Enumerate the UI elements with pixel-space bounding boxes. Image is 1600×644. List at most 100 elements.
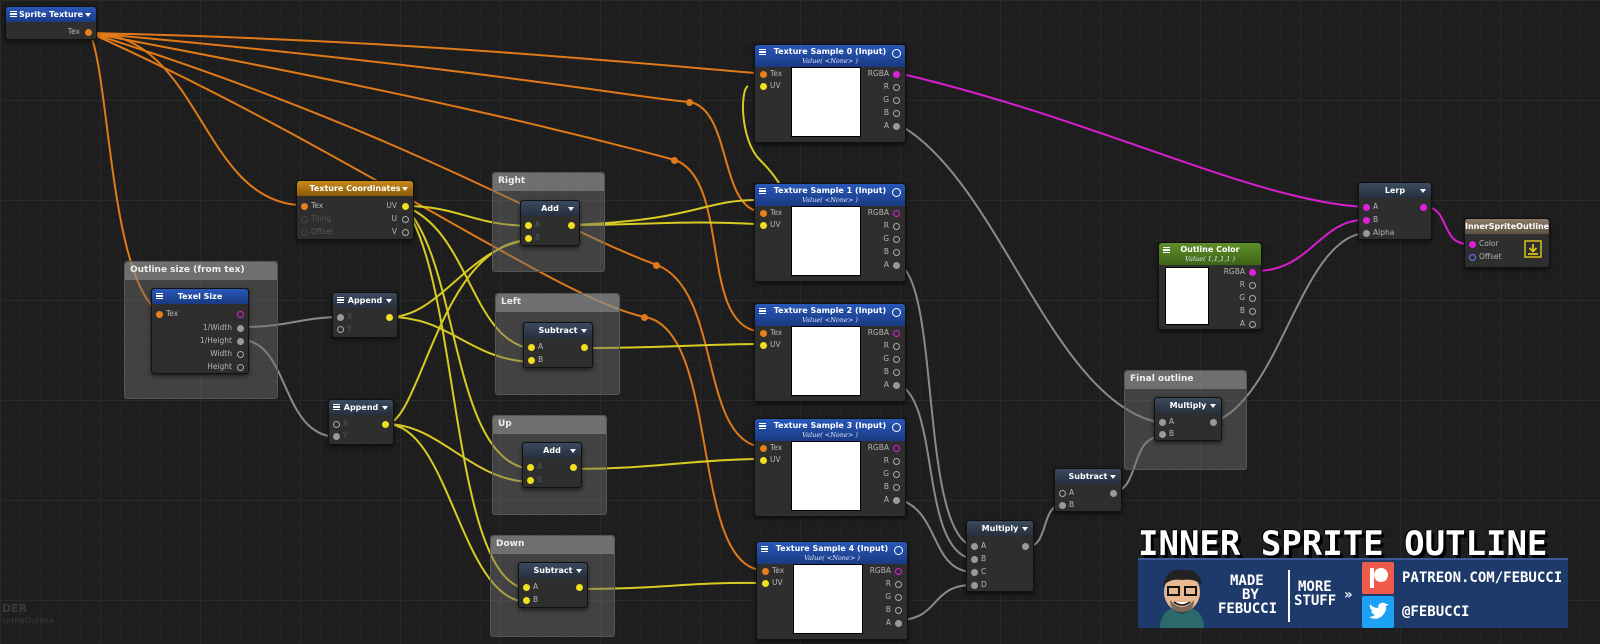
menu-icon[interactable] (333, 404, 340, 410)
port-dot[interactable] (1110, 490, 1117, 497)
port-dot[interactable] (301, 229, 308, 236)
port-dot[interactable] (382, 421, 389, 428)
port-dot[interactable] (156, 311, 163, 318)
port-dot[interactable] (337, 326, 344, 333)
node-header[interactable]: Sprite Texture (6, 7, 96, 22)
reroute-dot[interactable] (686, 99, 693, 106)
node-header[interactable]: Texture Sample 2 (Input) Value( <None> ) (755, 304, 905, 326)
port-dot[interactable] (570, 464, 577, 471)
port-dot[interactable] (1249, 308, 1256, 315)
menu-icon[interactable] (759, 49, 766, 55)
menu-icon[interactable] (337, 297, 344, 303)
node-subtract-down[interactable]: Subtract A B (518, 562, 588, 608)
port-dot[interactable] (337, 314, 344, 321)
port-dot[interactable] (893, 236, 900, 243)
node-multiply-1[interactable]: Multiply A B C D (966, 520, 1034, 592)
banner-patreon-link[interactable]: PATREON.COM/FEBUCCI (1402, 570, 1563, 586)
port-dot[interactable] (893, 343, 900, 350)
port-dot[interactable] (85, 29, 92, 36)
node-header[interactable]: Texture Coordinates (297, 181, 413, 196)
port-dot[interactable] (386, 314, 393, 321)
port-dot[interactable] (1420, 204, 1427, 211)
node-outline-color[interactable]: Outline Color Value( 1,1,1,1 ) RGBA R G … (1158, 242, 1262, 330)
node-header[interactable]: Texture Sample 4 (Input) Value( <None> ) (757, 542, 907, 564)
reroute-dot[interactable] (653, 262, 660, 269)
port-dot[interactable] (895, 607, 902, 614)
port-dot[interactable] (895, 620, 902, 627)
menu-icon[interactable] (10, 11, 17, 17)
chevron-down-icon[interactable] (386, 299, 392, 303)
node-append-1[interactable]: Append X Y (332, 292, 398, 338)
port-dot[interactable] (581, 344, 588, 351)
port-dot[interactable] (525, 235, 532, 242)
menu-icon[interactable] (156, 293, 163, 299)
node-header[interactable]: Texture Sample 0 (Input) Value( <None> ) (755, 45, 905, 67)
port-dot[interactable] (760, 342, 767, 349)
menu-icon[interactable] (1163, 247, 1170, 253)
port-dot[interactable] (301, 203, 308, 210)
node-texture-sample-2[interactable]: Texture Sample 2 (Input) Value( <None> )… (754, 303, 906, 402)
port-dot[interactable] (1249, 321, 1256, 328)
chevron-down-icon[interactable] (382, 406, 388, 410)
chevron-down-icon[interactable] (85, 13, 91, 17)
port-dot[interactable] (402, 229, 409, 236)
node-header[interactable]: Append (333, 293, 397, 308)
node-header[interactable]: Texture Sample 1 (Input) Value( <None> ) (755, 184, 905, 206)
chevron-down-icon[interactable] (1210, 404, 1216, 408)
port-dot[interactable] (971, 582, 978, 589)
node-output[interactable]: InnerSpriteOutline Color Offset (1464, 218, 1550, 268)
node-header[interactable]: Lerp (1359, 183, 1431, 198)
port-dot[interactable] (893, 123, 900, 130)
port-dot[interactable] (760, 457, 767, 464)
chevron-down-icon[interactable] (570, 449, 576, 453)
port-dot[interactable] (762, 568, 769, 575)
node-multiply-final[interactable]: Multiply A B (1154, 397, 1222, 441)
port-dot[interactable] (333, 421, 340, 428)
node-add-right[interactable]: Add A B (520, 200, 580, 246)
menu-icon[interactable] (759, 188, 766, 194)
port-dot[interactable] (523, 597, 530, 604)
node-header[interactable]: Texture Sample 3 (Input) Value( <None> ) (755, 419, 905, 441)
port-dot[interactable] (893, 356, 900, 363)
port-dot[interactable] (893, 382, 900, 389)
node-header[interactable]: Texel Size (152, 289, 248, 304)
port-dot[interactable] (893, 97, 900, 104)
port-dot[interactable] (237, 338, 244, 345)
port-dot[interactable] (760, 222, 767, 229)
port-dot[interactable] (1469, 254, 1476, 261)
port-dot[interactable] (893, 497, 900, 504)
port-dot[interactable] (895, 594, 902, 601)
node-sprite-texture[interactable]: Sprite Texture Tex (5, 6, 97, 40)
port-dot[interactable] (525, 222, 532, 229)
twitter-icon[interactable] (1362, 596, 1394, 628)
port-dot[interactable] (333, 433, 340, 440)
port-dot[interactable] (527, 477, 534, 484)
port-dot[interactable] (237, 351, 244, 358)
port-dot[interactable] (1249, 282, 1256, 289)
port-dot[interactable] (523, 584, 530, 591)
port-dot[interactable] (527, 464, 534, 471)
menu-icon[interactable] (759, 308, 766, 314)
port-dot[interactable] (893, 484, 900, 491)
node-header[interactable]: Multiply (1155, 398, 1221, 413)
port-dot[interactable] (893, 210, 900, 217)
reroute-dot[interactable] (641, 314, 648, 321)
port-dot[interactable] (971, 556, 978, 563)
port-dot[interactable] (893, 369, 900, 376)
port-dot[interactable] (893, 249, 900, 256)
download-icon[interactable] (1523, 239, 1543, 259)
port-dot[interactable] (1159, 431, 1166, 438)
node-texture-sample-1[interactable]: Texture Sample 1 (Input) Value( <None> )… (754, 183, 906, 282)
port-dot[interactable] (1363, 230, 1370, 237)
port-dot[interactable] (760, 445, 767, 452)
port-dot[interactable] (1059, 490, 1066, 497)
port-dot[interactable] (760, 210, 767, 217)
node-header[interactable]: Multiply (967, 521, 1033, 536)
chevron-down-icon[interactable] (581, 329, 587, 333)
chevron-down-icon[interactable] (576, 569, 582, 573)
port-dot[interactable] (893, 458, 900, 465)
patreon-icon[interactable] (1362, 562, 1394, 594)
port-dot[interactable] (402, 216, 409, 223)
chevron-down-icon[interactable] (1420, 189, 1426, 193)
